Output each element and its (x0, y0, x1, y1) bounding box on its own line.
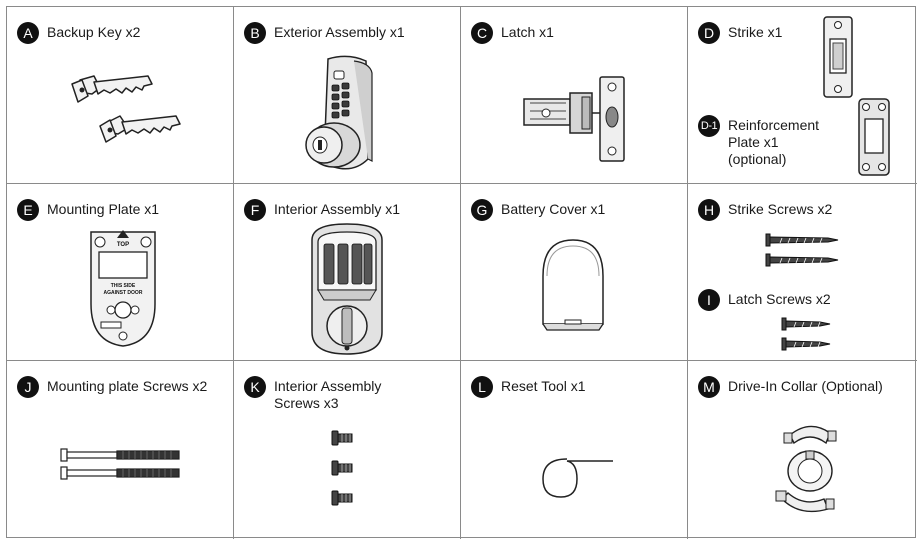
battery-cover-icon (542, 239, 604, 331)
part-letter-badge: M (698, 376, 720, 398)
part-letter-badge: I (698, 289, 720, 311)
part-label: Interior Assembly x1 (274, 201, 401, 217)
part-letter-badge: A (17, 22, 39, 44)
part-cell-mounting-plate-screws: J Mounting plate Screws x2 (7, 361, 234, 539)
part-letter-badge: H (698, 199, 720, 221)
part-letter-badge: L (471, 376, 493, 398)
part-cell-interior-assembly-screws: K Interior Assembly Screws x3 (234, 361, 461, 539)
part-letter-badge: F (244, 199, 266, 221)
part-label: Backup Key x2 (47, 24, 141, 40)
backup-key-icon (71, 75, 181, 143)
part-cell-exterior-assembly: B Exterior Assembly x1 (234, 7, 461, 184)
part-cell-battery-cover: G Battery Cover x1 (461, 184, 688, 361)
part-letter-badge: D (698, 22, 720, 44)
part-label: Reinforcement Plate x1 (optional) (728, 117, 820, 167)
part-label: Strike x1 (728, 24, 783, 40)
reset-tool-icon (542, 458, 613, 498)
mounting-plate-screws-icon (60, 448, 180, 480)
part-cell-interior-assembly: F Interior Assembly x1 (234, 184, 461, 361)
part-letter-badge: J (17, 376, 39, 398)
plate-line1-text: THIS SIDE (111, 283, 136, 289)
part-letter-badge: D-1 (698, 115, 720, 137)
latch-screws-icon (781, 317, 831, 351)
part-label: Latch x1 (501, 24, 554, 40)
drive-in-collar-icon (775, 425, 837, 513)
reinforcement-plate-icon (858, 98, 890, 176)
part-label: Mounting plate Screws x2 (47, 378, 208, 394)
part-letter-badge: C (471, 22, 493, 44)
parts-grid: A Backup Key x2 B Exterior Assembly x1 (6, 6, 917, 539)
part-cell-strike: D Strike x1 D-1 Reinforcement Plate x1 (o… (688, 7, 917, 184)
part-label: Mounting Plate x1 (47, 201, 160, 217)
latch-icon (523, 76, 625, 162)
strike-icon (823, 16, 853, 98)
part-label: Exterior Assembly x1 (274, 24, 405, 40)
part-cell-drive-in-collar: M Drive-In Collar (Optional) (688, 361, 917, 539)
part-label: Interior Assembly Screws x3 (274, 378, 382, 411)
part-cell-reset-tool: L Reset Tool x1 (461, 361, 688, 539)
mounting-plate-icon: TOP THIS SIDE AGAINST DOOR (90, 230, 156, 347)
part-cell-latch: C Latch x1 (461, 7, 688, 184)
part-label: Drive-In Collar (Optional) (728, 378, 883, 394)
part-letter-badge: K (244, 376, 266, 398)
part-letter-badge: G (471, 199, 493, 221)
strike-screws-icon (765, 233, 839, 267)
part-cell-mounting-plate: E Mounting Plate x1 TOP THIS SIDE AGAINST… (7, 184, 234, 361)
part-letter-badge: E (17, 199, 39, 221)
plate-line2-text: AGAINST DOOR (104, 290, 143, 296)
interior-assembly-screws-icon (331, 430, 353, 506)
exterior-assembly-icon (305, 55, 373, 170)
part-cell-strike-screws: H Strike Screws x2 I Latch Screws x2 (688, 184, 917, 361)
part-label: Strike Screws x2 (728, 201, 833, 217)
part-letter-badge: B (244, 22, 266, 44)
interior-assembly-icon (311, 223, 383, 355)
plate-top-text: TOP (117, 242, 129, 248)
part-label: Latch Screws x2 (728, 291, 831, 307)
part-label: Battery Cover x1 (501, 201, 606, 217)
part-cell-backup-key: A Backup Key x2 (7, 7, 234, 184)
part-label: Reset Tool x1 (501, 378, 586, 394)
